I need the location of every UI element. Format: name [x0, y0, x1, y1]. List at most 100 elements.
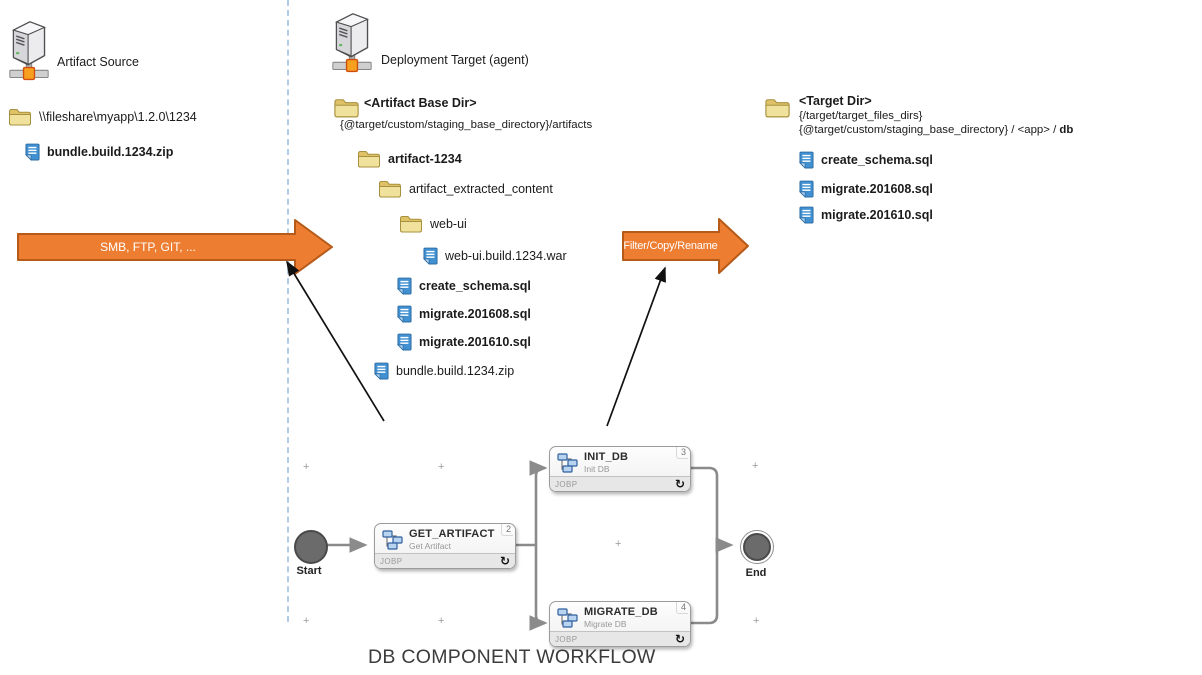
- server-icon: [8, 18, 50, 86]
- node-number: 2: [500, 524, 513, 536]
- filter-arrow-label: Filter/Copy/Rename: [623, 240, 718, 252]
- file-icon: [397, 333, 412, 351]
- file-icon: [799, 151, 814, 169]
- node-footer: JOBP ↻: [550, 476, 690, 491]
- grid-marker: +: [438, 615, 445, 627]
- node-type-label: JOBP: [555, 479, 578, 489]
- tree-row-file: migrate.201608.sql: [397, 303, 531, 325]
- filter-arrow: [622, 218, 749, 274]
- node-number: 3: [675, 447, 688, 459]
- grid-marker: +: [303, 615, 310, 627]
- workflow-object-icon: [556, 607, 578, 629]
- target-dir-path-2-prefix: {@target/custom/staging_base_directory} …: [799, 124, 1060, 136]
- target-file-row: migrate.201608.sql: [799, 178, 933, 200]
- workflow-end-node: [740, 530, 774, 564]
- workflow-object-icon: [556, 452, 578, 474]
- workflow-node-migrate-db: MIGRATE_DB Migrate DB 4 JOBP ↻: [549, 601, 691, 647]
- workflow-start-node: [294, 530, 328, 564]
- grid-marker: +: [438, 461, 445, 473]
- tree-row-file: migrate.201610.sql: [397, 331, 531, 353]
- tree-label: artifact_extracted_content: [409, 182, 553, 196]
- tree-label: migrate.201608.sql: [419, 307, 531, 321]
- file-icon: [374, 362, 389, 380]
- folder-icon: [399, 214, 423, 234]
- connector-junction-init: [529, 460, 548, 545]
- workflow-end-label: End: [745, 567, 767, 579]
- connector-migrate-merge: [689, 549, 719, 625]
- node-text: GET_ARTIFACT Get Artifact: [409, 528, 495, 551]
- target-dir-path-2-bold: db: [1059, 124, 1074, 136]
- source-folder-row: \\fileshare\myapp\1.2.0\1234: [8, 106, 197, 128]
- tree-label: create_schema.sql: [419, 279, 531, 293]
- artifact-source-label: Artifact Source: [57, 55, 139, 69]
- tree-row-folder: artifact_extracted_content: [378, 178, 553, 200]
- tree-row-file: create_schema.sql: [397, 275, 531, 297]
- node-text: MIGRATE_DB Migrate DB: [584, 606, 658, 629]
- artifact-base-dir-title: <Artifact Base Dir>: [364, 96, 477, 110]
- node-body: MIGRATE_DB Migrate DB: [550, 602, 690, 629]
- node-subtitle: Get Artifact: [409, 541, 452, 551]
- target-dir-path-2: {@target/custom/staging_base_directory} …: [799, 124, 1073, 136]
- folder-icon: [333, 97, 360, 119]
- rerun-icon: ↻: [674, 632, 685, 646]
- target-dir-title: <Target Dir>: [799, 94, 872, 108]
- deployment-target-label: Deployment Target (agent): [381, 53, 529, 67]
- node-body: GET_ARTIFACT Get Artifact: [375, 524, 515, 551]
- transfer-arrow: [17, 219, 333, 275]
- file-icon: [799, 180, 814, 198]
- folder-icon: [764, 97, 791, 119]
- rerun-icon: ↻: [674, 477, 685, 491]
- tree-label: web-ui: [430, 217, 467, 231]
- boundary-dashed-line: [287, 0, 289, 622]
- node-footer: JOBP ↻: [375, 553, 515, 568]
- tree-label: artifact-1234: [388, 152, 462, 166]
- grid-marker: +: [303, 461, 310, 473]
- node-footer: JOBP ↻: [550, 631, 690, 646]
- node-number: 4: [675, 602, 688, 614]
- transfer-arrow-label: SMB, FTP, GIT, ...: [100, 240, 196, 254]
- connector-init-end: [689, 466, 734, 553]
- grid-marker: +: [753, 615, 760, 627]
- target-dir-path-1: {/target/target_files_dirs}: [799, 110, 923, 122]
- folder-icon: [8, 107, 32, 127]
- tree-row-file: bundle.build.1234.zip: [374, 360, 514, 382]
- workflow-title: DB COMPONENT WORKFLOW: [368, 646, 656, 668]
- server-icon: [331, 8, 373, 80]
- source-folder-path: \\fileshare\myapp\1.2.0\1234: [39, 110, 197, 124]
- connector-junction-migrate: [529, 545, 548, 631]
- target-file-name: migrate.201608.sql: [821, 182, 933, 196]
- workflow-node-get-artifact: GET_ARTIFACT Get Artifact 2 JOBP ↻: [374, 523, 516, 569]
- file-icon: [397, 277, 412, 295]
- node-subtitle: Init DB: [584, 464, 610, 474]
- folder-icon: [357, 149, 381, 169]
- grid-marker: +: [752, 460, 759, 472]
- source-file-name: bundle.build.1234.zip: [47, 145, 174, 159]
- file-icon: [25, 143, 40, 161]
- node-type-label: JOBP: [380, 556, 403, 566]
- workflow-node-init-db: INIT_DB Init DB 3 JOBP ↻: [549, 446, 691, 492]
- file-icon: [799, 206, 814, 224]
- tree-row-file: web-ui.build.1234.war: [423, 245, 567, 267]
- target-file-row: migrate.201610.sql: [799, 204, 933, 226]
- node-type-label: JOBP: [555, 634, 578, 644]
- workflow-start-label: Start: [296, 565, 322, 577]
- grid-marker: +: [615, 538, 622, 550]
- arrow-to-staging: [286, 260, 385, 422]
- source-file-row: bundle.build.1234.zip: [25, 141, 173, 163]
- target-file-name: migrate.201610.sql: [821, 208, 933, 222]
- file-icon: [423, 247, 438, 265]
- file-icon: [397, 305, 412, 323]
- artifact-base-dir-path: {@target/custom/staging_base_directory}/…: [340, 119, 593, 131]
- target-file-row: create_schema.sql: [799, 149, 933, 171]
- folder-icon: [378, 179, 402, 199]
- arrow-to-filter: [606, 266, 666, 427]
- rerun-icon: ↻: [499, 554, 510, 568]
- node-title: MIGRATE_DB: [584, 606, 658, 618]
- tree-label: web-ui.build.1234.war: [445, 249, 567, 263]
- target-file-name: create_schema.sql: [821, 153, 933, 167]
- node-title: INIT_DB: [584, 451, 629, 463]
- workflow-object-icon: [381, 529, 403, 551]
